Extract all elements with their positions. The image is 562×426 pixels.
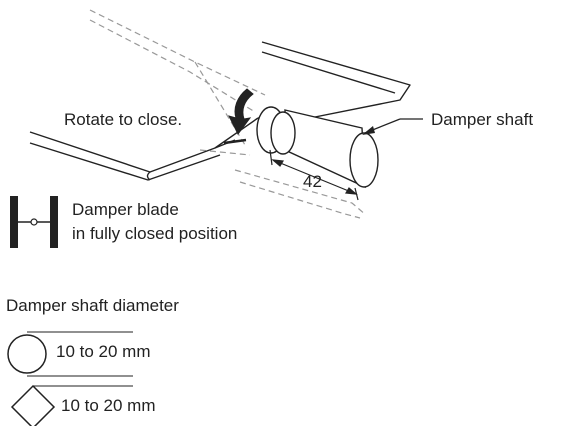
curved-arrow-icon [223,88,254,145]
damper-shaft-label: Damper shaft [431,110,534,129]
blade-closed-label-line1: Damper blade [72,200,179,219]
rotate-to-close-label: Rotate to close. [64,110,183,129]
dimension-42 [269,149,359,201]
square-shaft-range: 10 to 20 mm [61,396,156,415]
dimension-label: 42 [303,172,322,191]
shaft-diameter-heading: Damper shaft diameter [6,296,179,315]
shaft-leader [362,118,423,135]
diamond-icon [10,384,133,426]
blade-closed-label-line2: in fully closed position [72,224,238,243]
round-shaft-range: 10 to 20 mm [56,342,151,361]
circle-icon [7,331,133,377]
damper-shaft [256,106,379,189]
damper-blade-closed-icon [10,196,58,248]
